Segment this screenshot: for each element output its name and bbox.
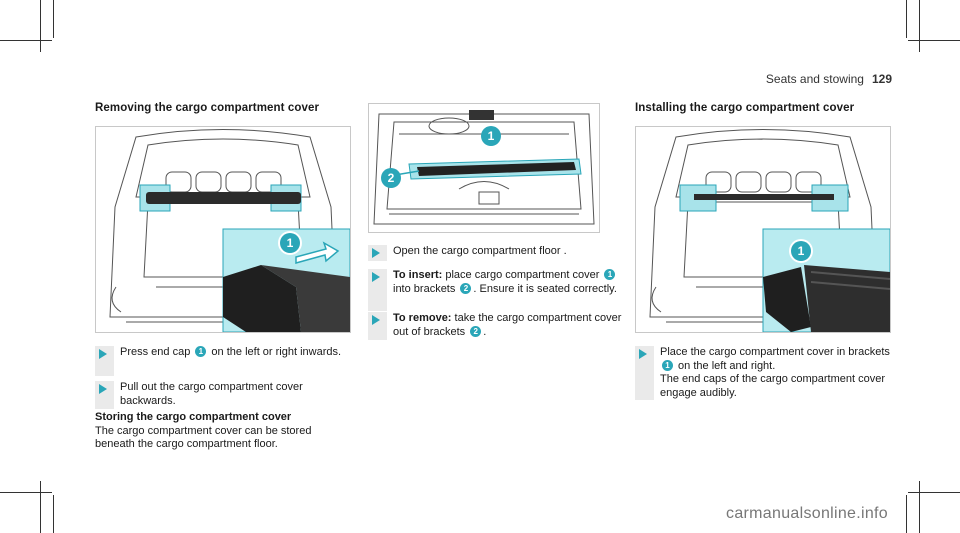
crop-mark (0, 40, 52, 41)
callout-ref-2: 2 (470, 325, 482, 337)
step-text-a: place cargo compartment cover (442, 269, 603, 281)
step-bar (635, 346, 654, 400)
crop-mark (40, 481, 41, 533)
callout-1: 1 (791, 241, 811, 261)
figure-installing-cover: 1 (635, 126, 891, 333)
crop-mark (53, 495, 54, 533)
crop-mark (908, 492, 960, 493)
callout-ref-1: 1 (604, 269, 616, 280)
storing-block: Storing the cargo compartment cover The … (95, 411, 345, 452)
step-open-floor: Open the cargo compartment floor . (368, 245, 628, 261)
figure-floor-storage: 1 2 (368, 103, 600, 233)
step-text-a: take the cargo compartment cover out of … (393, 312, 622, 338)
crop-mark (906, 495, 907, 533)
step-label: To remove: (393, 312, 452, 324)
step-press-end-cap: Press end cap 1 on the left or right inw… (95, 346, 355, 376)
step-text-a: Place the cargo compartment cover in bra… (660, 346, 890, 358)
step-text-a: Press end cap (120, 346, 194, 358)
step-text: To remove: take the cargo compartment co… (393, 312, 625, 339)
step-text: Press end cap 1 on the left or right inw… (120, 346, 352, 360)
crop-mark (919, 0, 920, 52)
page-number: 129 (871, 72, 892, 86)
figure-removing-cover: 1 (95, 126, 351, 333)
step-text-c: The end caps of the cargo compartment co… (660, 373, 886, 399)
column-removing: Removing the cargo compartment cover (95, 0, 355, 533)
callout-2: 2 (381, 168, 401, 188)
step-text-b: into brackets (393, 282, 459, 295)
step-text-b: . (483, 325, 487, 338)
step-text: To insert: place cargo compartment cover… (393, 269, 625, 296)
callout-ref-2: 2 (460, 282, 472, 294)
step-pull-out: Pull out the cargo compartment cover bac… (95, 381, 355, 409)
step-text-c: . Ensure it is seated correctly. (473, 282, 617, 295)
step-text: Pull out the cargo compartment cover bac… (120, 381, 303, 407)
cargo-floor-illustration (373, 110, 595, 225)
page-header: Seats and stowing 129 (766, 72, 892, 86)
heading-storing: Storing the cargo compartment cover (95, 411, 292, 423)
step-place-cover: Place the cargo compartment cover in bra… (635, 346, 895, 400)
column-floor: 1 2 Open the cargo compartment floor . T… (368, 0, 628, 533)
car-rear-illustration (649, 129, 890, 332)
callout-1: 1 (280, 233, 300, 253)
step-text-b: on the left or right inwards. (208, 346, 342, 358)
step-label: To insert: (393, 269, 443, 281)
arrow-icon (639, 349, 647, 359)
crop-mark (53, 0, 54, 38)
storing-text: The cargo compartment cover can be store… (95, 424, 312, 451)
callout-1: 1 (481, 126, 501, 146)
step-text-b: on the left and right. (675, 359, 776, 372)
section-title: Seats and stowing (765, 72, 864, 86)
arrow-icon (99, 349, 107, 359)
step-text: Place the cargo compartment cover in bra… (660, 346, 892, 400)
column-installing: Installing the cargo compartment cover (635, 0, 895, 533)
crop-mark (919, 481, 920, 533)
crop-mark (0, 492, 52, 493)
arrow-icon (372, 315, 380, 325)
crop-mark (906, 0, 907, 38)
crop-mark (40, 0, 41, 52)
crop-mark (908, 40, 960, 41)
heading-installing: Installing the cargo compartment cover (635, 102, 855, 114)
callout-ref-1: 1 (195, 346, 207, 357)
step-to-insert: To insert: place cargo compartment cover… (368, 269, 628, 311)
step-to-remove: To remove: take the cargo compartment co… (368, 312, 628, 340)
heading-removing: Removing the cargo compartment cover (95, 102, 320, 114)
step-text: Open the cargo compartment floor . (393, 245, 567, 257)
arrow-icon (372, 248, 380, 258)
car-rear-illustration (109, 129, 350, 332)
arrow-icon (99, 384, 107, 394)
callout-ref-1: 1 (662, 359, 673, 371)
watermark: carmanualsonline.info (726, 505, 888, 522)
arrow-icon (372, 272, 380, 282)
